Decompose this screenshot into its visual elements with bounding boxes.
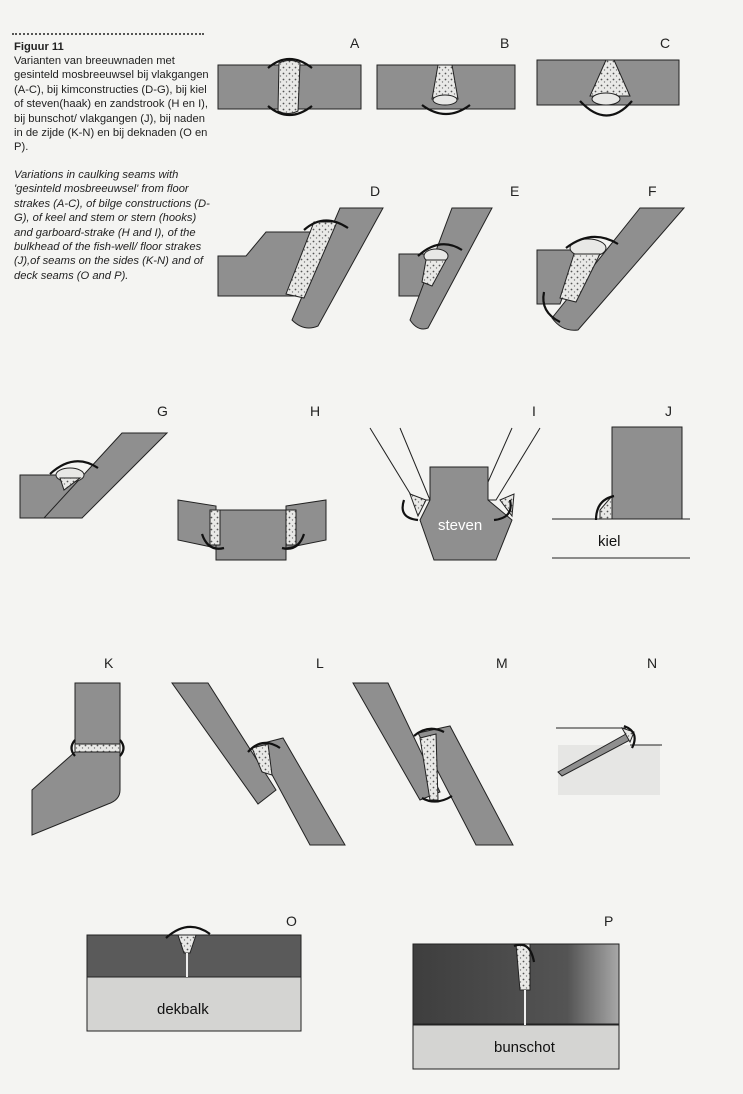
letter-l: L	[316, 655, 324, 671]
letter-d: D	[370, 183, 380, 199]
label-dekbalk: dekbalk	[157, 1001, 209, 1018]
panel-b	[376, 64, 516, 116]
letter-k: K	[104, 655, 114, 671]
panel-k	[31, 682, 125, 836]
caption-divider	[12, 33, 204, 35]
caption-english: Variations in caulking seams with 'gesin…	[14, 169, 210, 282]
letter-b: B	[500, 35, 509, 51]
panel-p	[412, 943, 620, 1070]
letter-p: P	[604, 913, 613, 929]
label-bunschot: bunschot	[494, 1039, 556, 1056]
panel-c	[536, 59, 680, 117]
label-steven: steven	[438, 517, 482, 534]
panel-o	[86, 925, 302, 1032]
panel-n	[556, 724, 662, 795]
panel-i	[369, 427, 541, 561]
letter-f: F	[648, 183, 657, 199]
letter-g: G	[157, 403, 168, 419]
panel-f	[536, 207, 686, 331]
figure-title: Figuur 11	[14, 41, 64, 53]
panel-j	[552, 426, 690, 559]
panel-m	[352, 682, 514, 846]
letter-j: J	[665, 403, 672, 419]
letter-o: O	[286, 913, 297, 929]
panel-h	[177, 499, 327, 561]
panel-d	[217, 207, 384, 329]
caption-dutch: Varianten van breeuwnaden met gesinteld …	[14, 55, 209, 154]
panel-l	[171, 682, 346, 846]
letter-h: H	[310, 403, 320, 419]
panel-a	[217, 57, 362, 117]
label-kiel: kiel	[598, 533, 621, 550]
letter-m: M	[496, 655, 508, 671]
letter-e: E	[510, 183, 519, 199]
letter-c: C	[660, 35, 670, 51]
letter-a: A	[350, 35, 360, 51]
panel-g	[19, 432, 169, 519]
letter-i: I	[532, 403, 536, 419]
letter-n: N	[647, 655, 657, 671]
panel-e	[398, 207, 493, 330]
